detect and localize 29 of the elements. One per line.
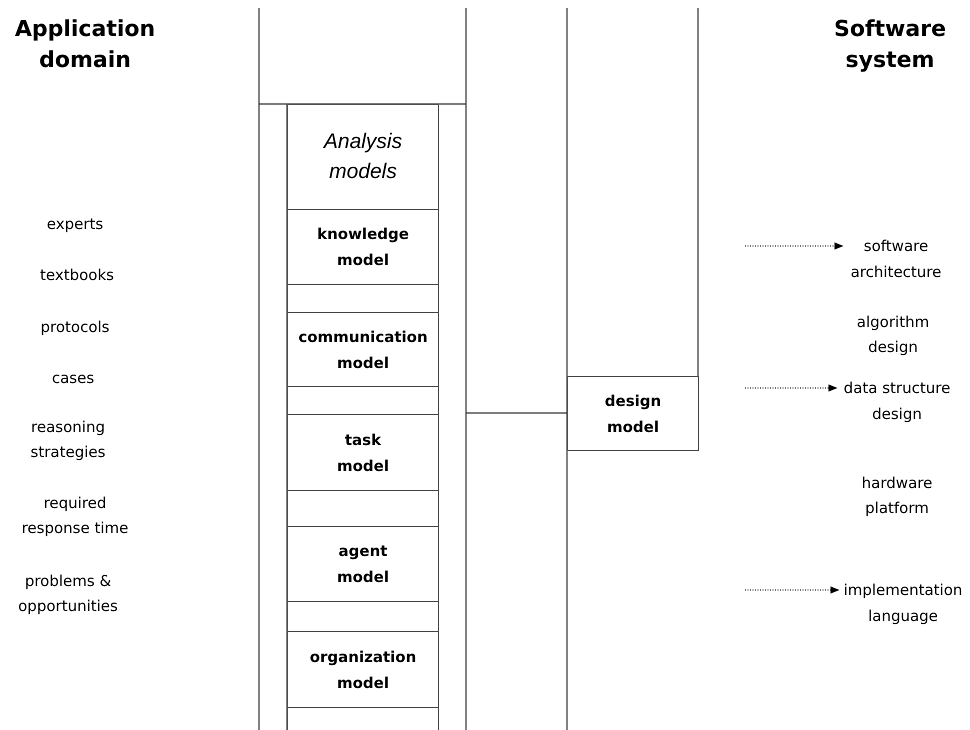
model-box: agent model	[287, 526, 439, 602]
label-text: reasoning strategies	[30, 417, 106, 463]
empty-box	[287, 601, 439, 632]
dotted-arrow	[744, 384, 838, 392]
target-text: data structure design	[840, 375, 954, 427]
label-text: protocols	[39, 317, 110, 338]
column-title: Application domain	[14, 16, 156, 75]
empty-box	[287, 490, 439, 527]
label-text: textbooks	[39, 265, 115, 286]
model-box: knowledge model	[287, 209, 439, 285]
header-box: Analysis models	[287, 104, 439, 210]
model-box: communication model	[287, 312, 439, 387]
dotted-arrow	[744, 586, 840, 594]
target-text: implementation language	[842, 577, 964, 629]
label-text: required response time	[20, 493, 130, 539]
label-text: experts	[46, 214, 104, 235]
empty-box	[287, 707, 439, 730]
label-text: problems & opportunities	[17, 571, 119, 617]
label-text: cases	[50, 368, 96, 389]
empty-box	[287, 386, 439, 415]
column-title: Software system	[833, 16, 947, 75]
model-box: organization model	[287, 631, 439, 708]
empty-box	[287, 284, 439, 313]
dotted-arrow	[744, 242, 844, 250]
model-box: design model	[567, 376, 699, 451]
label-text: hardware platform	[860, 473, 934, 519]
target-text: software architecture	[846, 233, 946, 285]
label-text: algorithm design	[856, 312, 930, 358]
model-box: task model	[287, 414, 439, 491]
